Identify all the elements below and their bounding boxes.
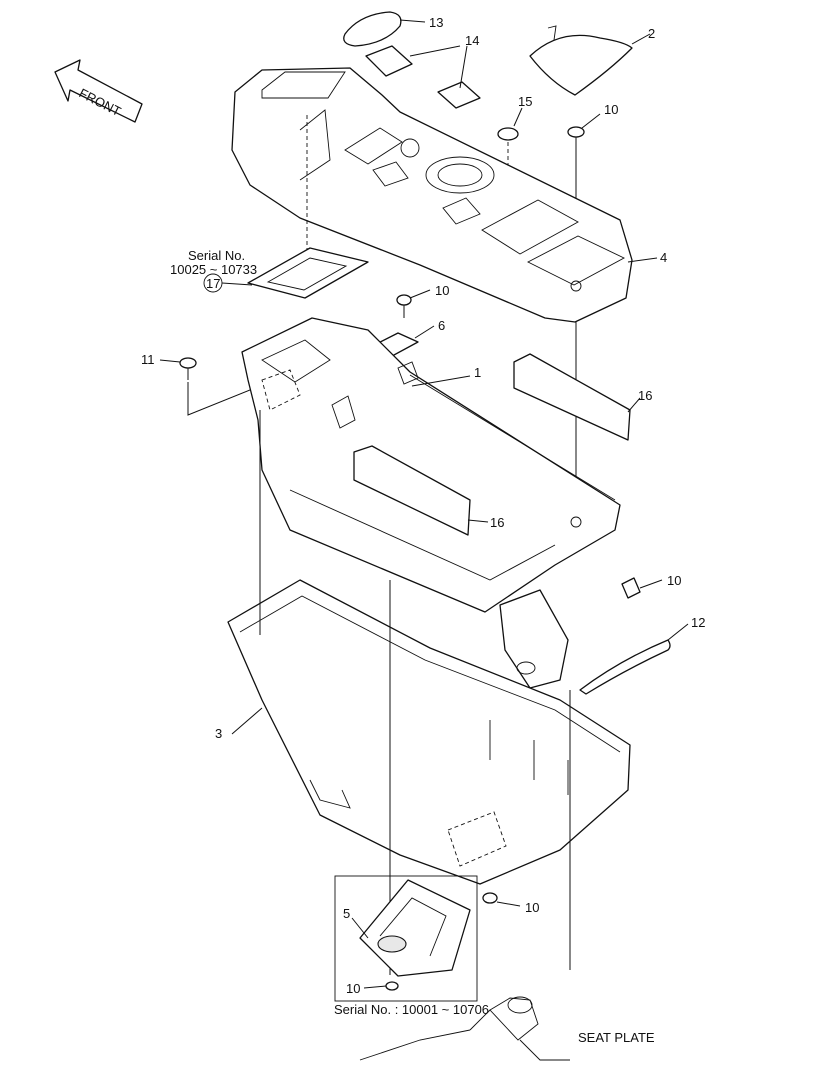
inset-box xyxy=(334,875,478,1002)
callout-17: 17 xyxy=(206,276,220,291)
part-2-lid xyxy=(529,25,651,96)
callout-10-side: 10 xyxy=(667,573,681,588)
screw-10-side xyxy=(621,577,663,599)
part-14-covers xyxy=(365,45,481,109)
callout-5: 5 xyxy=(343,906,350,921)
callout-16-right: 16 xyxy=(638,388,652,403)
callout-6: 6 xyxy=(438,318,445,333)
seat-plate-label: SEAT PLATE xyxy=(578,1030,655,1045)
callout-1: 1 xyxy=(474,365,481,380)
part-12-seal xyxy=(579,623,689,695)
part-1-frame xyxy=(241,317,621,613)
part-3-lower-housing xyxy=(227,579,631,885)
callout-4: 4 xyxy=(660,250,667,265)
part-16-pad-right xyxy=(513,353,641,441)
screw-10-bracket xyxy=(396,289,431,318)
serial-upper-line1: Serial No. xyxy=(188,248,245,263)
callout-11: 11 xyxy=(141,352,155,367)
seat-plate-hardware xyxy=(359,996,570,1061)
serial-upper-line2: 10025 ~ 10733 xyxy=(170,262,257,277)
screw-11 xyxy=(159,357,256,416)
serial-lower: Serial No. : 10001 ~ 10706 xyxy=(334,1002,489,1017)
callout-15: 15 xyxy=(518,94,532,109)
screw-10-lower xyxy=(482,892,521,907)
callout-12: 12 xyxy=(691,615,705,630)
part-4-console-top xyxy=(231,67,658,323)
part-17-gasket: Serial No. 10025 ~ 10733 xyxy=(170,247,369,299)
callout-10-top: 10 xyxy=(604,102,618,117)
hinge-block xyxy=(499,589,569,689)
callout-10-inset: 10 xyxy=(346,981,360,996)
callout-10-lower: 10 xyxy=(525,900,539,915)
callout-14: 14 xyxy=(465,33,479,48)
front-arrow: FRONT xyxy=(54,59,143,123)
callout-16-center: 16 xyxy=(490,515,504,530)
callout-2: 2 xyxy=(648,26,655,41)
part-16-pad-center xyxy=(353,445,489,536)
callout-13: 13 xyxy=(429,15,443,30)
part-13-cap xyxy=(343,11,426,47)
callout-3: 3 xyxy=(215,726,222,741)
part-15-plug xyxy=(497,107,523,200)
callout-10-bracket: 10 xyxy=(435,283,449,298)
